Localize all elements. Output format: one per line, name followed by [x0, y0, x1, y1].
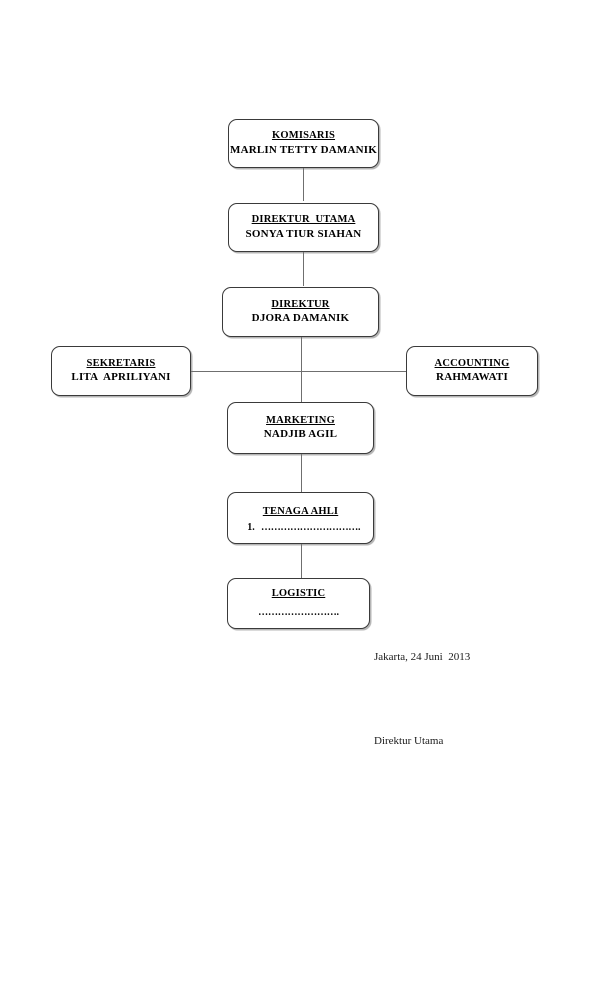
- node-marketing-person: NADJIB AGIL: [263, 428, 338, 441]
- node-komisaris-person: MARLIN TETTY DAMANIK: [229, 143, 377, 156]
- node-sekretaris-person: LITA APRILIYANI: [71, 371, 171, 384]
- node-direktur-utama[interactable]: DIREKTUR UTAMA SONYA TIUR SIAHAN: [228, 203, 379, 252]
- node-marketing[interactable]: MARKETING NADJIB AGIL: [227, 402, 374, 454]
- connector-marketing-to-tenaga-ahli: [301, 454, 302, 492]
- footer-signature-title: Direktur Utama: [374, 735, 444, 747]
- connector-sekretaris-to-accounting: [191, 371, 406, 372]
- node-sekretaris-title: SEKRETARIS: [86, 357, 156, 369]
- connector-komisaris-to-direktur-utama: [303, 168, 304, 201]
- connector-direktur-to-marketing: [301, 337, 302, 402]
- node-accounting[interactable]: ACCOUNTING RAHMAWATI: [406, 346, 538, 396]
- node-marketing-title: MARKETING: [266, 414, 335, 426]
- node-logistic-placeholder: …………………….: [258, 607, 339, 619]
- node-accounting-title: ACCOUNTING: [434, 357, 510, 369]
- node-direktur-utama-title: DIREKTUR UTAMA: [251, 214, 356, 226]
- node-komisaris-title: KOMISARIS: [271, 130, 336, 142]
- connector-tenaga-ahli-to-logistic: [301, 544, 302, 578]
- node-tenaga-ahli[interactable]: TENAGA AHLI 1. ………………………….: [227, 492, 374, 544]
- node-logistic[interactable]: LOGISTIC …………………….: [227, 578, 370, 629]
- node-direktur-utama-person: SONYA TIUR SIAHAN: [245, 227, 362, 240]
- node-tenaga-ahli-title: TENAGA AHLI: [262, 506, 339, 517]
- node-tenaga-ahli-item: 1. ………………………….: [228, 522, 373, 534]
- node-accounting-person: RAHMAWATI: [436, 371, 508, 384]
- node-tenaga-ahli-item-number: 1.: [247, 522, 255, 534]
- node-direktur[interactable]: DIREKTUR DJORA DAMANIK: [222, 287, 379, 337]
- node-tenaga-ahli-item-placeholder: ………………………….: [261, 522, 361, 534]
- node-direktur-person: DJORA DAMANIK: [251, 312, 350, 325]
- footer-place-date: Jakarta, 24 Juni 2013: [374, 651, 471, 663]
- node-logistic-title: LOGISTIC: [271, 587, 326, 599]
- node-sekretaris[interactable]: SEKRETARIS LITA APRILIYANI: [51, 346, 191, 396]
- node-komisaris[interactable]: KOMISARIS MARLIN TETTY DAMANIK: [228, 119, 379, 168]
- node-direktur-title: DIREKTUR: [271, 298, 330, 310]
- connector-direktur-utama-to-direktur: [303, 252, 304, 286]
